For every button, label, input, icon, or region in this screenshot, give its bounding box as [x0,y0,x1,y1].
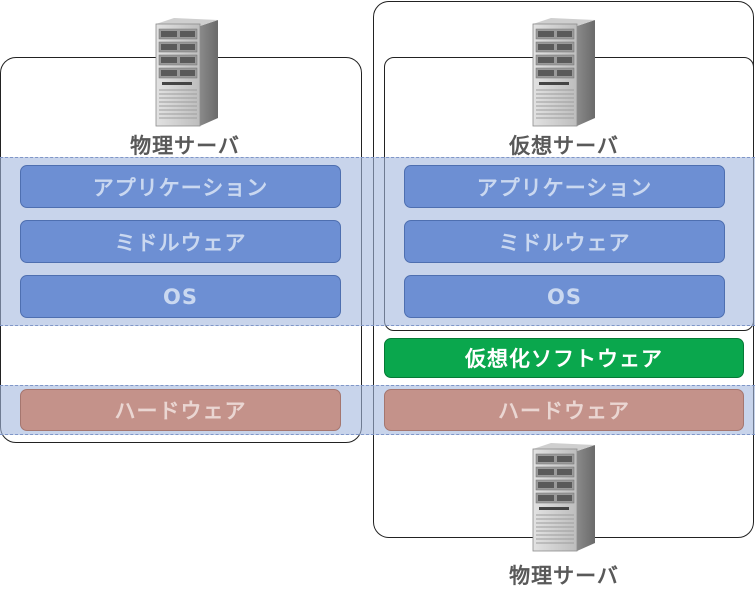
right-middleware-layer: ミドルウェア [404,220,725,263]
left-middleware-layer: ミドルウェア [20,220,341,263]
right-physical-server-caption: 物理サーバ [509,564,619,588]
virtual-server-caption: 仮想サーバ [509,134,619,158]
virtualization-software-layer: 仮想化ソフトウェア [384,338,744,378]
server-tower-icon [529,443,599,553]
right-hardware-layer: ハードウェア [384,389,744,431]
left-hardware-layer: ハードウェア [20,389,341,431]
left-os-layer: OS [20,275,341,318]
server-tower-icon [152,18,222,128]
server-tower-icon [529,18,599,128]
left-application-layer: アプリケーション [20,165,341,208]
right-os-layer: OS [404,275,725,318]
left-physical-server-caption: 物理サーバ [130,134,240,158]
right-application-layer: アプリケーション [404,165,725,208]
